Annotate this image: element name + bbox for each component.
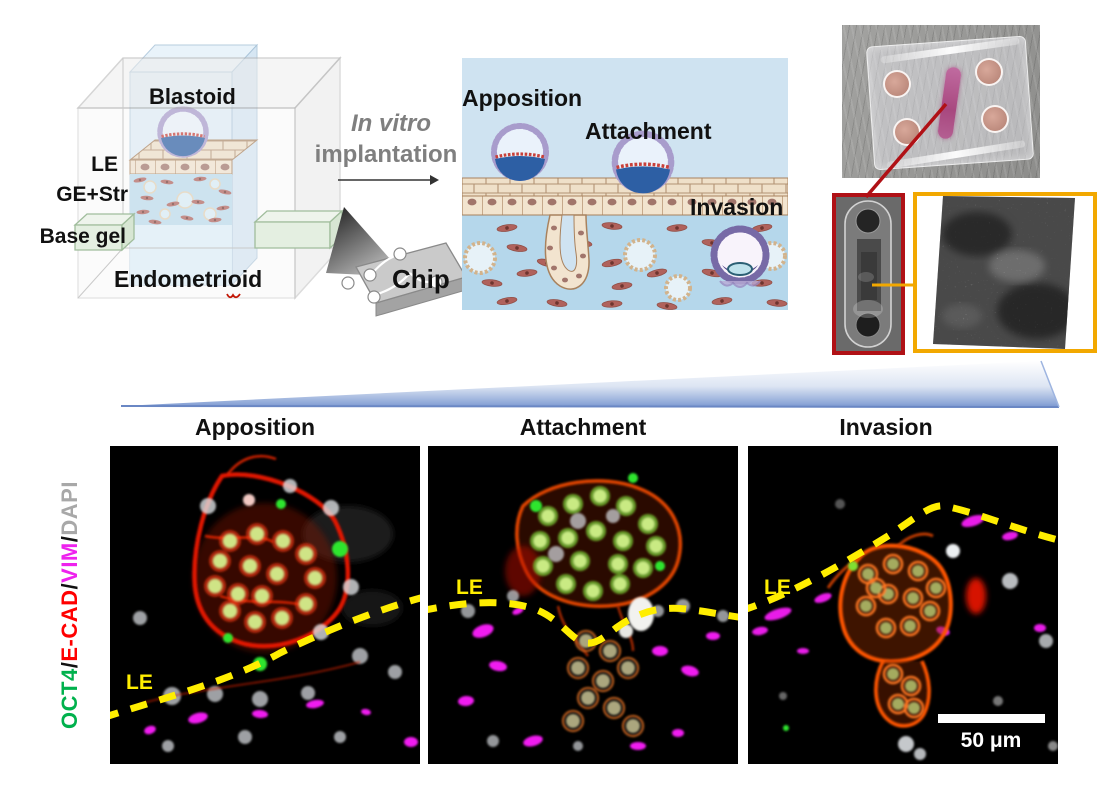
chip-label: Chip xyxy=(392,264,450,294)
panel-title-attachment: Attachment xyxy=(519,414,647,440)
stain-separator: / xyxy=(57,535,82,543)
implantation-diagram xyxy=(462,58,788,310)
stain-separator: / xyxy=(57,661,82,669)
channel-micrograph-inset xyxy=(832,193,905,355)
micrograph-apposition: LE xyxy=(110,446,420,764)
cube-label-blastoid: Blastoid xyxy=(149,84,236,109)
chip-well xyxy=(883,70,911,98)
le-dashed-line xyxy=(748,502,1058,613)
scale-bar-label: 50 μm xyxy=(961,729,1022,752)
spellcheck-squiggle xyxy=(226,293,241,299)
stain-dapi: DAPI xyxy=(57,481,82,536)
le-annotation: LE xyxy=(126,671,153,694)
chip-well xyxy=(893,118,921,146)
endometrioid-cube-graphic xyxy=(73,43,344,300)
chip-well xyxy=(975,58,1003,86)
stain-e-cad: E-CAD xyxy=(57,589,82,662)
le-annotation: LE xyxy=(456,576,483,599)
diagram-label-attachment: Attachment xyxy=(585,118,712,144)
stain-oct4: OCT4 xyxy=(57,668,82,729)
process-label-line1: In vitro xyxy=(350,110,431,137)
process-label-line2: implantation xyxy=(314,141,458,168)
micrograph-invasion: LE 50 μm xyxy=(748,446,1058,764)
le-dashed-line xyxy=(110,594,420,720)
panel-title-invasion: Invasion xyxy=(839,414,933,440)
process-arrow xyxy=(338,175,439,185)
cube-label-endometrioid: Endometrioid xyxy=(114,266,263,292)
le-dashed-line xyxy=(428,599,738,647)
diagram-label-apposition: Apposition xyxy=(462,85,583,111)
panel-title-apposition: Apposition xyxy=(194,414,316,440)
diagram-label-invasion: Invasion xyxy=(690,194,784,220)
scale-bar xyxy=(938,714,1045,723)
cube-label-ge-str: GE+Str xyxy=(56,183,128,206)
micrograph-attachment: LE xyxy=(428,446,738,764)
cube-label-base-gel: Base gel xyxy=(39,225,126,248)
stain-vim: VIM xyxy=(57,542,82,583)
cube-label-le: LE xyxy=(91,153,118,176)
chip-well xyxy=(981,105,1009,133)
progression-wedge xyxy=(120,360,1060,408)
tissue-micrograph-inset xyxy=(913,192,1097,353)
le-annotation: LE xyxy=(764,576,791,599)
stain-separator: / xyxy=(57,582,82,590)
stain-legend: OCT4/E-CAD/VIM/DAPI xyxy=(57,440,87,770)
chip-photograph xyxy=(842,25,1040,178)
chip-drawing xyxy=(326,207,467,317)
